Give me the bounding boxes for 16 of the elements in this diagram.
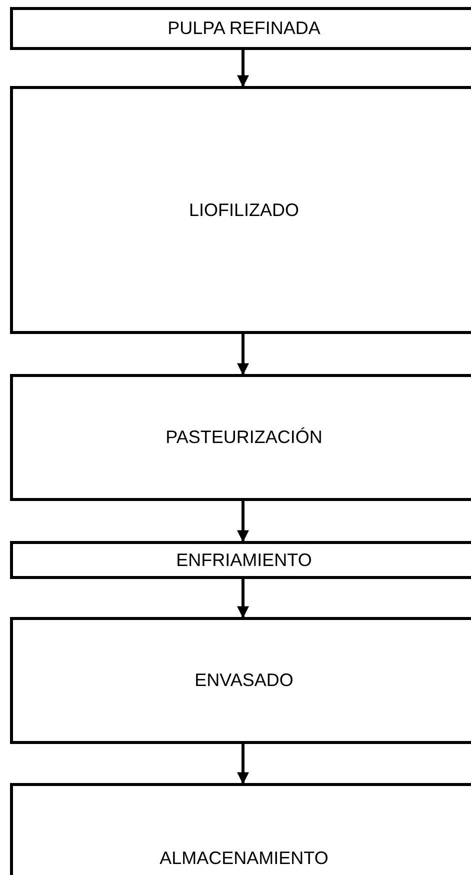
arrow [237,50,249,88]
process-box [10,617,471,744]
step-label: ENFRIAMIENTO [176,550,312,570]
step-label: ENVASADO [194,670,294,691]
step-label: PASTEURIZACIÓN [166,427,322,448]
step-label: ALMACENAMIENTO [160,848,328,869]
arrow [237,579,249,618]
process-box [10,374,471,501]
step-label: PULPA REFINADA [168,18,320,39]
process-box [10,7,471,50]
step-label: LIOFILIZADO [188,200,300,220]
arrow [237,501,249,542]
arrow [237,334,249,376]
arrow [237,744,249,784]
process-box [10,541,471,579]
process-box [10,86,471,334]
